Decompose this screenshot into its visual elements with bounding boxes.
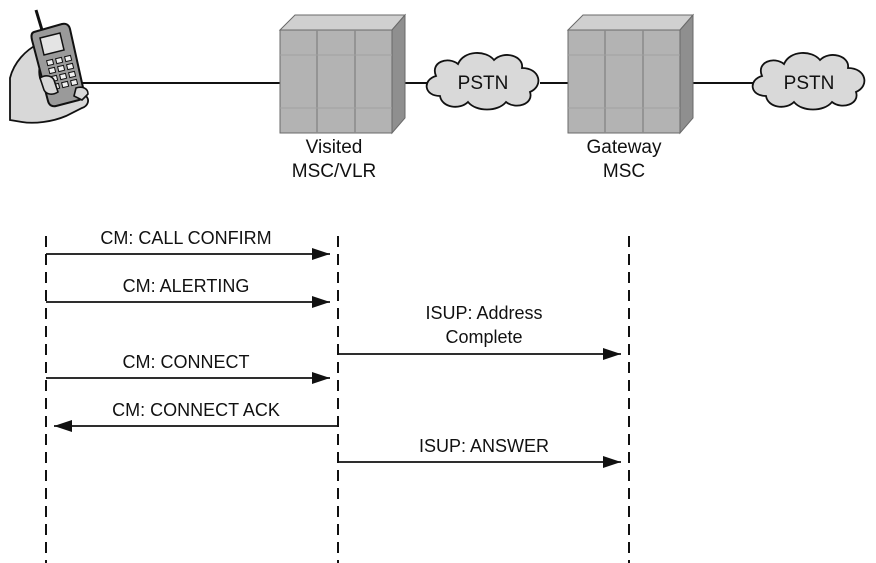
visited-msc-label-line2: MSC/VLR (292, 161, 376, 182)
pstn-1-label: PSTN (458, 73, 509, 94)
pstn-2-label: PSTN (784, 73, 835, 94)
message-label: CM: CONNECT (123, 352, 250, 372)
visited-msc-label-line1: Visited (306, 137, 363, 158)
message-alerting: CM: ALERTING (46, 276, 330, 308)
message-label: ISUP: ANSWER (419, 436, 549, 456)
message-label: CM: CALL CONFIRM (100, 228, 271, 248)
message-label-line1: ISUP: Address (425, 303, 542, 323)
message-connect: CM: CONNECT (46, 352, 330, 384)
gateway-msc-label-line2: MSC (603, 161, 645, 182)
message-connect-ack: CM: CONNECT ACK (54, 400, 338, 432)
gateway-msc-label-line1: Gateway (587, 137, 662, 158)
pstn-cloud-2: PSTN (751, 52, 866, 111)
message-label: CM: ALERTING (123, 276, 250, 296)
message-label-line2: Complete (445, 327, 522, 347)
message-isup-address-complete: ISUP: Address Complete (338, 303, 621, 360)
message-isup-answer: ISUP: ANSWER (338, 436, 621, 468)
message-call-confirm: CM: CALL CONFIRM (46, 228, 330, 260)
visited-msc-switch-icon (278, 13, 407, 135)
mobile-phone-icon (9, 9, 89, 124)
gateway-msc-switch-icon (566, 13, 695, 135)
pstn-cloud-1: PSTN (425, 52, 540, 111)
message-label: CM: CONNECT ACK (112, 400, 280, 420)
